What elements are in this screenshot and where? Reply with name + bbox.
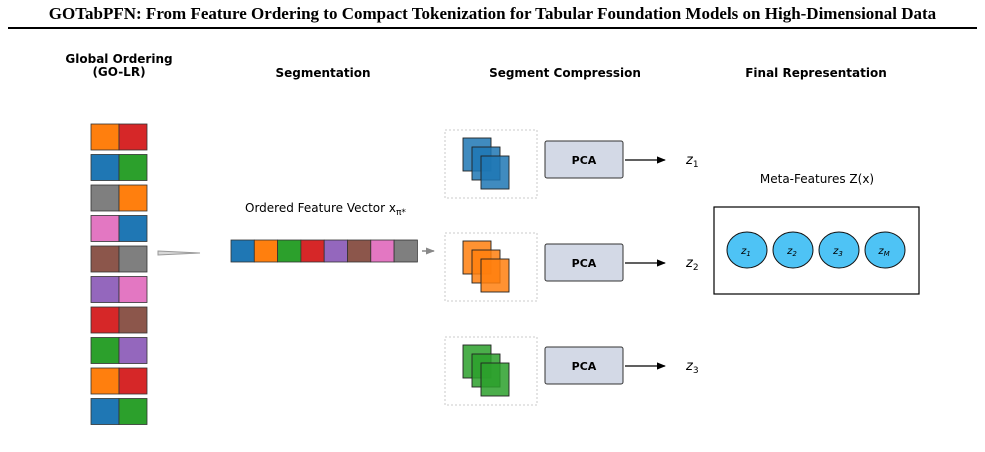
pca-label: PCA: [572, 154, 597, 167]
vector-cell: [253, 239, 279, 263]
vector-cell: [347, 239, 372, 263]
meta-features-label: Meta-Features Z(x): [760, 172, 874, 186]
meta-feature-label: z1: [740, 246, 751, 258]
segment-dashed-box: [444, 129, 538, 199]
go-cell: [118, 398, 148, 425]
go-cell: [90, 184, 120, 212]
go-cell: [118, 215, 148, 242]
go-cell: [90, 245, 120, 273]
vector-cell: [277, 239, 302, 263]
vector-cell: [230, 239, 255, 263]
pca-box: [544, 346, 624, 385]
z-output-label: z2: [685, 256, 699, 273]
meta-feature-label: z2: [786, 246, 797, 258]
segment-dashed-box: [444, 336, 538, 406]
go-cell: [118, 276, 148, 303]
global-ordering-grid: [90, 123, 148, 425]
go-cell: [118, 337, 148, 364]
meta-feature-circle: [726, 231, 768, 269]
meta-feature-circle: [772, 231, 814, 269]
segment-row: PCA z2: [444, 232, 699, 302]
go-cell: [118, 245, 148, 273]
go-cell: [90, 154, 120, 181]
z-output-label: z3: [685, 359, 699, 376]
segment-block: [480, 258, 510, 293]
go-cell: [118, 154, 148, 181]
meta-feature-circles: z1 z2 z3 zM: [726, 231, 906, 269]
heading-global-ordering-line2: (GO-LR): [92, 65, 145, 79]
meta-feature-circle: [864, 231, 906, 269]
segment-block: [480, 155, 510, 190]
go-cell: [118, 367, 148, 395]
go-cell: [118, 306, 148, 334]
ordered-feature-vector: [230, 239, 418, 263]
heading-final-representation: Final Representation: [745, 66, 887, 80]
segment-block: [480, 362, 510, 397]
title-rule: [8, 27, 977, 29]
heading-segmentation: Segmentation: [275, 66, 370, 80]
meta-feature-label: z3: [832, 246, 843, 258]
segment-dashed-box: [444, 232, 538, 302]
vector-cell: [300, 239, 325, 263]
meta-feature-circle: [818, 231, 860, 269]
segment-row: PCA z1: [444, 129, 699, 199]
go-cell: [90, 398, 120, 425]
pca-label: PCA: [572, 360, 597, 373]
go-cell: [118, 184, 148, 212]
ordered-vector-label: Ordered Feature Vector xπ*: [245, 201, 406, 218]
caption-fragment: [70, 440, 950, 452]
pca-box: [544, 243, 624, 282]
heading-global-ordering-line1: Global Ordering: [65, 52, 172, 66]
go-cell: [90, 215, 120, 242]
heading-segment-compression: Segment Compression: [489, 66, 641, 80]
go-cell: [90, 367, 120, 395]
pca-label: PCA: [572, 257, 597, 270]
go-cell: [90, 123, 120, 151]
z-output-label: z1: [685, 153, 699, 170]
pca-box: [544, 140, 624, 179]
wedge-arrow: [157, 250, 201, 256]
ordered-vector-subscript: π*: [396, 208, 406, 218]
go-cell: [90, 337, 120, 364]
paper-title: GOTabPFN: From Feature Ordering to Compa…: [48, 4, 937, 23]
vector-cell: [393, 239, 418, 263]
go-cell: [118, 123, 148, 151]
ordered-vector-label-text: Ordered Feature Vector x: [245, 201, 396, 215]
segment-row: PCA z3: [444, 336, 699, 406]
go-cell: [90, 276, 120, 303]
meta-feature-label: zM: [877, 246, 889, 258]
vector-cell: [370, 239, 395, 263]
go-cell: [90, 306, 120, 334]
vector-cell: [323, 239, 348, 263]
